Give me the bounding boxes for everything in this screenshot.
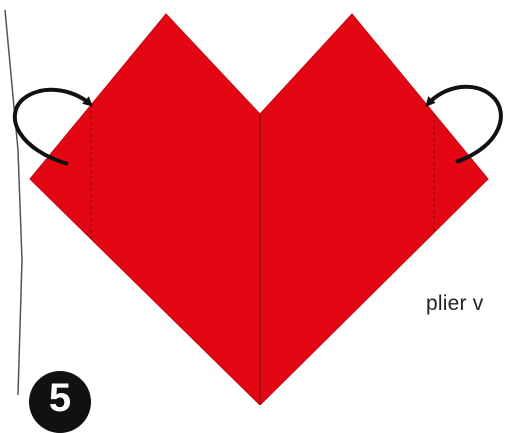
step-number-badge: 5 xyxy=(29,371,91,433)
page-margin-line xyxy=(5,10,22,395)
instruction-caption: plier v xyxy=(426,292,483,316)
heart-paper xyxy=(30,14,488,405)
heart-fold-illustration xyxy=(0,0,511,405)
origami-step-diagram: plier v 5 xyxy=(0,0,511,405)
